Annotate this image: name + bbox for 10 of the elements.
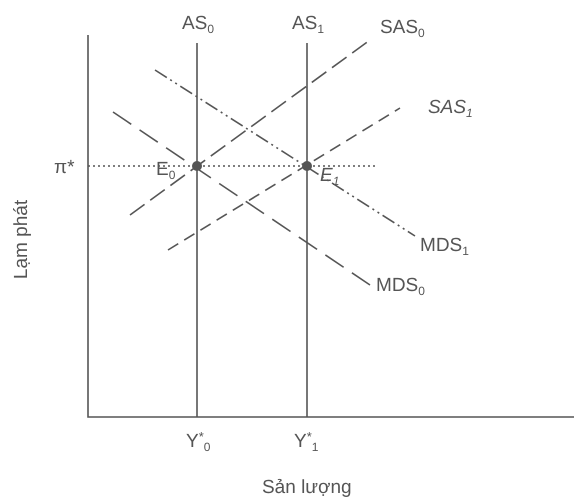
curve-label: MDS$_{0}$ [376,276,425,297]
axis-label: Sản lượng [262,478,352,497]
curve-label: MDS$_{1}$ [420,236,469,257]
curve-label: SAS$_{0}$ [380,18,425,39]
curve-label: AS$_{1}$ [292,14,324,35]
axis-value-label: π* [54,158,75,177]
curve-label: AS$_{0}$ [182,14,214,35]
curve-label: SAS$_{1}$ [428,98,473,119]
point-label: E$_{0}$ [156,160,176,181]
axis-label: Lạm phát [12,200,32,280]
